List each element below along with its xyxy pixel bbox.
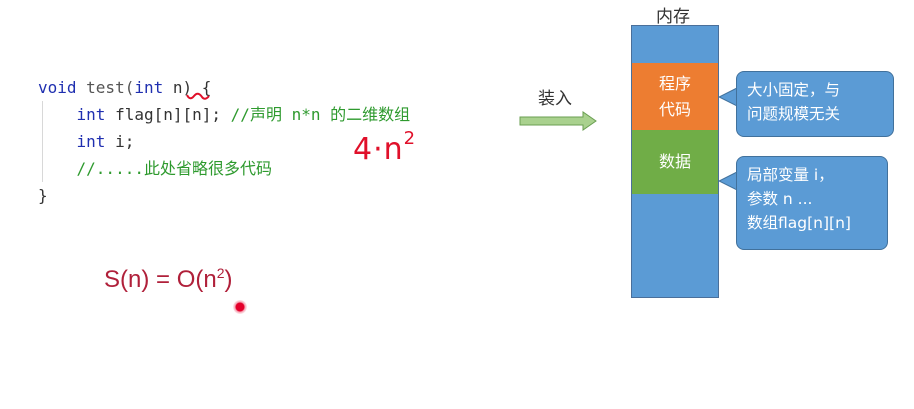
- code-segment-label: 程序: [658, 73, 691, 93]
- code-line-4: //.....此处省略很多代码: [38, 155, 410, 182]
- formula-close: ): [224, 266, 233, 293]
- callout-text: 局部变量 i，: [747, 166, 834, 184]
- code-segment-label: 代码: [658, 99, 691, 119]
- code-comment: //.....此处省略很多代码: [76, 159, 272, 178]
- callout-tail: [718, 87, 738, 107]
- code-line-2: int flag[n][n]; //声明 n*n 的二维数组: [38, 101, 411, 128]
- formula-exponent: 2: [216, 265, 225, 281]
- laser-pointer-dot: [233, 300, 247, 314]
- callout-tail: [718, 171, 738, 191]
- indent-guide: [42, 101, 43, 182]
- code-size-callout: 大小固定，与 问题规模无关: [736, 71, 894, 137]
- memory-block: 程序 代码 数据: [631, 25, 719, 298]
- code-keyword: int: [134, 78, 164, 97]
- code-text: flag[n][n];: [105, 105, 231, 124]
- code-comment: //声明 n*n 的二维数组: [230, 105, 411, 124]
- handwritten-annotation: 4·n2: [353, 128, 416, 167]
- code-line-5: }: [38, 182, 410, 209]
- callout-text: 参数 n ...: [747, 190, 813, 208]
- callout-text: 数组flag[n][n]: [747, 214, 851, 232]
- code-segment: 程序 代码: [632, 63, 718, 130]
- code-text: }: [38, 186, 48, 205]
- code-line-1: void test(int n) {: [38, 74, 410, 101]
- code-text: i;: [105, 132, 135, 151]
- annotation-exponent: 2: [403, 128, 417, 149]
- data-contents-callout: 局部变量 i， 参数 n ... 数组flag[n][n]: [736, 156, 888, 250]
- callout-text: 大小固定，与: [747, 81, 841, 99]
- code-keyword: int: [76, 105, 106, 124]
- code-text: test(: [76, 78, 135, 97]
- space-complexity-formula: S(n) = O(n2): [104, 265, 233, 294]
- code-line-3: int i;: [38, 128, 410, 155]
- code-keyword: void: [38, 78, 77, 97]
- underline-squiggle: [186, 92, 210, 100]
- data-segment: 数据: [632, 130, 718, 194]
- formula-base: S(n) = O(n: [104, 266, 217, 293]
- memory-title: 内存: [656, 7, 690, 27]
- load-arrow-label: 装入: [538, 89, 572, 109]
- data-segment-label: 数据: [658, 152, 691, 171]
- code-block: void test(int n) { int flag[n][n]; //声明 …: [38, 74, 410, 209]
- callout-text: 问题规模无关: [747, 105, 841, 123]
- load-arrow-icon: [519, 111, 597, 131]
- annotation-base: 4·n: [353, 132, 404, 167]
- code-text: n) {: [163, 78, 212, 97]
- code-keyword: int: [76, 132, 106, 151]
